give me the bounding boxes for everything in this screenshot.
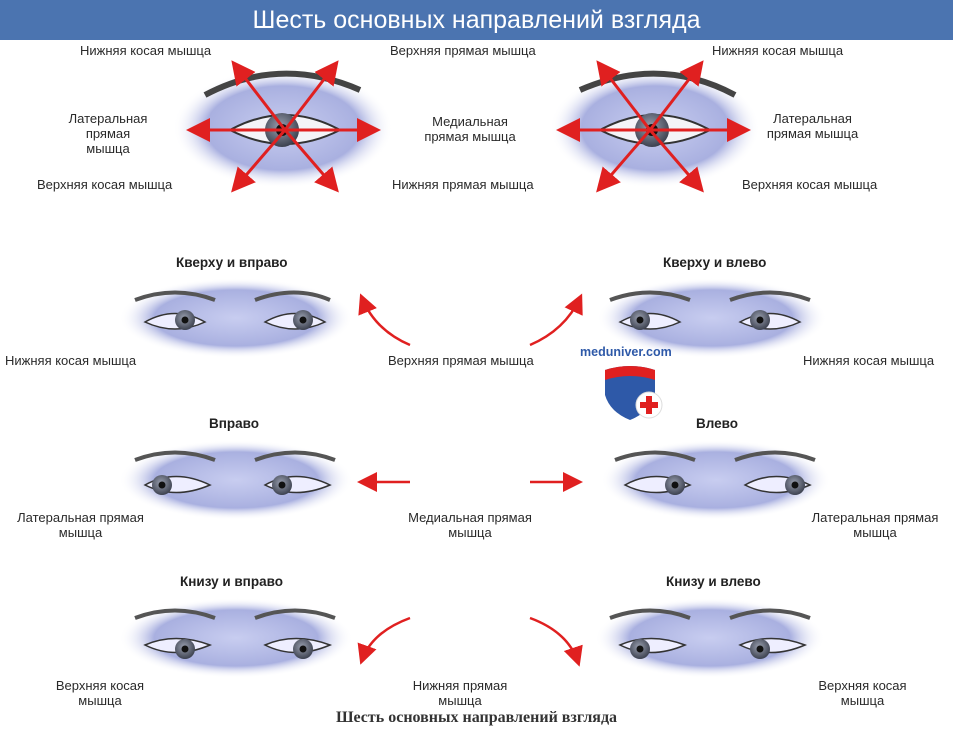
label-top-re-lower: Верхняя косая мышца [37,177,173,192]
face-up-right [119,278,353,358]
label-top-center-medial: Медиальная прямая мышца [424,114,516,144]
label-top-re-upper: Нижняя косая мышца [80,43,212,58]
figure-caption: Шесть основных направлений взгляда [335,709,618,726]
arrow-down-left [529,616,583,667]
label-top-le-upper: Нижняя косая мышца [712,43,844,58]
label-down-left-muscle: Верхняя косая мышца [818,678,907,708]
label-left-muscle: Латеральная прямая мышца [811,510,939,540]
label-top-center-upper: Верхняя прямая мышца [390,43,536,58]
label-up-center-muscle: Верхняя прямая мышца [388,353,534,368]
eyebrow [203,70,362,98]
arrow-down-right [357,616,411,665]
title-down-left: Книзу и влево [666,574,761,589]
title-banner: Шесть основных направлений взгляда [0,0,953,40]
top-right-eye-arrows [186,60,381,193]
face-right [119,440,353,520]
label-down-right-muscle: Верхняя косая мышца [55,678,145,708]
shield-cross-icon [605,366,663,420]
label-top-le-lateral: Латеральная прямая мышца [766,111,859,141]
label-top-center-lower: Нижняя прямая мышца [392,177,534,192]
title-right: Вправо [209,416,260,431]
arrow-up-right [358,293,411,347]
face-left [601,440,831,520]
face-down-left [595,598,825,678]
label-right-muscle: Латеральная прямая мышца [17,510,144,540]
label-up-left-muscle: Нижняя косая мышца [803,353,935,368]
top-left-eye-diagram [550,60,760,193]
top-right-eye-diagram [173,60,393,193]
top-left-eye-arrows [556,60,751,193]
arrow-up-left [529,293,583,347]
face-up-left [597,278,827,358]
brand-site[interactable]: meduniver.com [580,345,672,359]
label-up-right-muscle: Нижняя косая мышца [5,353,137,368]
title-up-right: Кверху и вправо [176,255,288,270]
label-down-center-muscle: Нижняя прямая мышца [412,678,508,708]
label-top-le-lower: Верхняя косая мышца [742,177,878,192]
face-down-right [119,598,353,678]
title-down-right: Книзу и вправо [180,574,283,589]
label-horiz-center-muscle: Медиальная прямая мышца [408,510,532,540]
title-up-left: Кверху и влево [663,255,767,270]
label-top-re-lateral: Латеральная прямая мышца [68,111,148,156]
title-left: Влево [696,416,739,431]
gaze-arrows [357,293,583,667]
